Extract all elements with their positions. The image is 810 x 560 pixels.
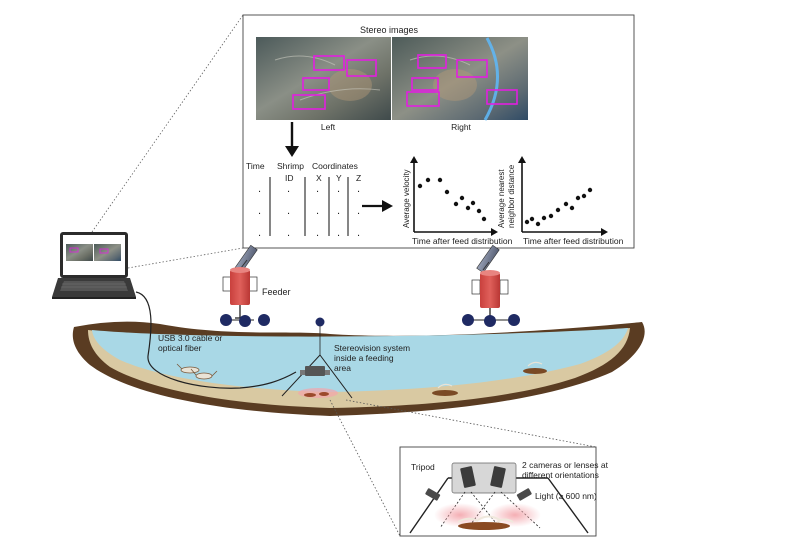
velocity-plot-point	[481, 216, 487, 222]
left-image-label: Left	[320, 122, 336, 132]
laptop	[52, 232, 136, 299]
nnd-plot-point	[529, 216, 535, 222]
velocity-plot-point	[459, 195, 465, 201]
nnd-plot-point	[575, 195, 581, 201]
table-cell: .	[337, 205, 341, 217]
table-cell: .	[316, 183, 320, 195]
table-cell: .	[287, 205, 291, 217]
inset-tripod	[409, 462, 589, 534]
velocity-plot-point	[453, 201, 459, 207]
zoom-lines-bottom	[329, 399, 597, 537]
table-cell: .	[287, 227, 291, 239]
velocity-plot-axes	[413, 160, 494, 233]
cable-label: USB 3.0 cable or optical fiber	[158, 333, 223, 354]
buoy	[315, 317, 325, 355]
cameras-label: 2 cameras or lenses at different orienta…	[522, 460, 608, 481]
tripod-label: Tripod	[411, 462, 435, 472]
table-header-time: Time	[246, 161, 265, 171]
nnd-plot-xlabel: Time after feed distribution	[523, 236, 624, 246]
detection-bounding-boxes	[292, 54, 518, 110]
nnd-plot-point	[581, 193, 587, 199]
light-label: Light (≥ 600 nm)	[535, 491, 597, 501]
nnd-plot-ylabel-line1: Average nearest	[497, 169, 506, 228]
nnd-plot-axes	[521, 160, 604, 233]
table-cell: .	[258, 227, 262, 239]
table-header-coordinates: Coordinates	[312, 161, 358, 171]
nnd-plot-point	[587, 187, 593, 193]
stereo-system-label: Stereovision system inside a feeding are…	[334, 343, 411, 374]
table-cell: .	[258, 205, 262, 217]
nnd-plot-x-arrow	[601, 228, 608, 236]
nnd-plot-points	[524, 187, 593, 227]
pond-tripod	[281, 354, 353, 399]
velocity-plot-y-arrow	[410, 156, 418, 163]
table-separators	[269, 177, 349, 236]
velocity-plot-point	[465, 205, 471, 211]
table-cell: .	[357, 205, 361, 217]
velocity-plot-point	[437, 177, 443, 183]
right-arrow	[362, 200, 393, 212]
shrimp-cluster-left	[176, 363, 218, 380]
feeder-label: Feeder	[262, 287, 291, 297]
nnd-plot-point	[548, 213, 554, 219]
table-header-y: Y	[336, 173, 342, 183]
velocity-plot-x-arrow	[491, 228, 498, 236]
table-header-shrimp-id: ID	[285, 173, 294, 183]
table-cell: .	[258, 183, 262, 195]
table-cell: .	[316, 205, 320, 217]
nnd-plot-point	[555, 207, 561, 213]
inset-shrimp	[457, 515, 514, 530]
stereo-images-title: Stereo images	[359, 25, 419, 35]
table-cell: .	[316, 227, 320, 239]
velocity-plot-ylabel: Average velocity	[402, 169, 411, 228]
nnd-plot-point	[569, 205, 575, 211]
nnd-plot-ylabel-line2: neighbor distance	[507, 164, 516, 228]
velocity-plot-point	[444, 189, 450, 195]
velocity-plot-points	[417, 177, 487, 222]
down-arrow	[285, 122, 299, 157]
nnd-plot-point	[524, 219, 530, 225]
feeder-left	[220, 244, 270, 327]
nnd-plot-point	[535, 221, 541, 227]
table-cell: .	[337, 227, 341, 239]
table-header-x: X	[316, 173, 322, 183]
velocity-plot-point	[425, 177, 431, 183]
zoom-lines-top	[91, 14, 244, 269]
table-cell: .	[357, 227, 361, 239]
inset-lights	[425, 488, 541, 527]
nnd-plot-y-arrow	[518, 156, 526, 163]
shrimp-cluster-right	[432, 361, 547, 396]
table-cell: .	[287, 183, 291, 195]
feeder-right	[462, 244, 520, 327]
velocity-plot-point	[476, 208, 482, 214]
velocity-plot-point	[417, 183, 423, 189]
table-header-shrimp: Shrimp	[277, 161, 304, 171]
right-image-label: Right	[451, 122, 471, 132]
table-cell: .	[337, 183, 341, 195]
nnd-plot-point	[563, 201, 569, 207]
table-cell: .	[357, 183, 361, 195]
table-header-z: Z	[356, 173, 362, 183]
nnd-plot-point	[541, 215, 547, 221]
velocity-plot-point	[470, 200, 476, 206]
usb-cable	[135, 291, 297, 389]
velocity-plot-xlabel: Time after feed distribution	[412, 236, 513, 246]
